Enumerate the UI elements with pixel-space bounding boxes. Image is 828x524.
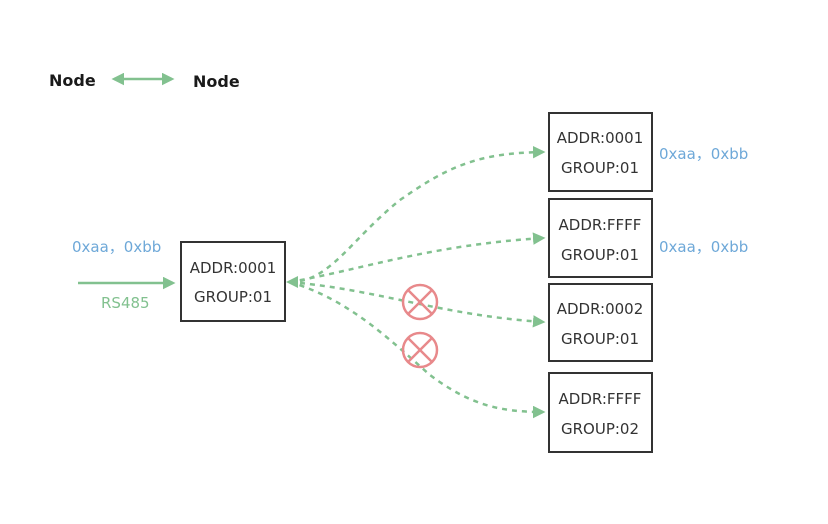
target-node-addr: ADDR:FFFF: [559, 216, 642, 234]
blocked-marker-1: [401, 283, 439, 321]
source-arrow-heads: [286, 276, 298, 288]
target-node-data: 0xaa，0xbb: [659, 238, 748, 256]
source-node-group: GROUP:01: [194, 288, 272, 306]
target-node-group: GROUP:01: [561, 330, 639, 348]
link-to-target-4: [289, 280, 546, 419]
target-node-group: GROUP:02: [561, 420, 639, 438]
source-node-addr: ADDR:0001: [190, 259, 277, 277]
target-node-addr: ADDR:FFFF: [559, 390, 642, 408]
input-data-label: 0xaa，0xbb: [72, 238, 161, 256]
target-node-4: ADDR:FFFF GROUP:02: [548, 372, 653, 453]
source-node: ADDR:0001 GROUP:01: [180, 241, 286, 322]
link-to-target-1: [289, 145, 546, 284]
target-node-3: ADDR:0002 GROUP:01: [548, 283, 653, 362]
legend-right-label: Node: [193, 72, 240, 91]
links: [286, 145, 546, 419]
link-to-target-3: [289, 280, 546, 328]
blocked-icon: [401, 331, 439, 369]
blocked-marker-2: [401, 331, 439, 369]
blocked-icon: [401, 283, 439, 321]
link-to-target-2: [289, 232, 546, 284]
target-node-group: GROUP:01: [561, 246, 639, 264]
target-node-group: GROUP:01: [561, 159, 639, 177]
bus-label: RS485: [101, 294, 150, 312]
legend: Node Node: [49, 71, 240, 91]
legend-left-label: Node: [49, 71, 96, 90]
target-node-addr: ADDR:0001: [557, 129, 644, 147]
input-bus: 0xaa，0xbb RS485: [72, 238, 176, 312]
target-node-2: ADDR:FFFF GROUP:01 0xaa，0xbb: [548, 198, 748, 278]
target-node-data: 0xaa，0xbb: [659, 145, 748, 163]
target-node-1: ADDR:0001 GROUP:01 0xaa，0xbb: [548, 112, 748, 192]
target-node-addr: ADDR:0002: [557, 300, 644, 318]
